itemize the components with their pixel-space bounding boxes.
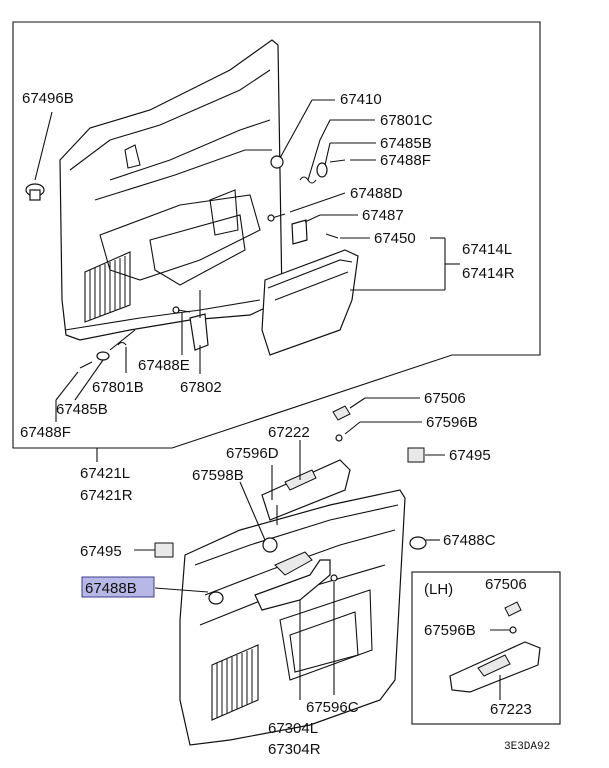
highlighted-part-67488b[interactable]: 67488B: [81, 576, 155, 598]
label-67485b-bottom[interactable]: 67485B: [56, 401, 108, 418]
bracket-67487-icon: [291, 214, 358, 245]
label-67598b[interactable]: 67598B: [192, 467, 244, 484]
label-67304l[interactable]: 67304L: [268, 720, 318, 737]
label-67596b-lh[interactable]: 67596B: [424, 622, 476, 639]
washer-screw-upper-icon: [316, 142, 376, 178]
label-67801b[interactable]: 67801B: [92, 379, 144, 396]
upper-door-trim-panel: [59, 39, 283, 341]
bezel-67410-icon: [270, 99, 335, 169]
highlight-box: [81, 576, 155, 598]
label-67487[interactable]: 67487: [362, 207, 404, 224]
label-67596d[interactable]: 67596D: [226, 445, 279, 462]
clip-67488c-icon: [409, 536, 440, 550]
lh-inset-frame: [411, 571, 561, 725]
label-67421r[interactable]: 67421R: [80, 487, 133, 504]
label-67596b-top[interactable]: 67596B: [426, 414, 478, 431]
spring-67801c-icon: [299, 119, 375, 184]
diagram-code: 3E3DA92: [504, 741, 550, 753]
label-67488d[interactable]: 67488D: [350, 185, 403, 202]
label-67410[interactable]: 67410: [340, 91, 382, 108]
label-67495-right[interactable]: 67495: [449, 447, 491, 464]
label-67506-top[interactable]: 67506: [424, 390, 466, 407]
label-67485b-top[interactable]: 67485B: [380, 135, 432, 152]
label-67802[interactable]: 67802: [180, 379, 222, 396]
clip-67488b-icon: [154, 587, 224, 605]
label-67488f-bottom[interactable]: 67488F: [20, 424, 71, 441]
speaker-grille-upper: [84, 251, 131, 323]
label-67304r[interactable]: 67304R: [268, 741, 321, 758]
label-67414l[interactable]: 67414L: [462, 241, 512, 258]
switch-67506-icon: [332, 397, 422, 442]
screw-67488d-icon: [267, 192, 346, 222]
label-67596c[interactable]: 67596C: [306, 699, 359, 716]
screw-67596c-icon: [330, 574, 338, 695]
label-67223[interactable]: 67223: [490, 701, 532, 718]
upper-assembly-frame: [12, 21, 541, 449]
label-67488e[interactable]: 67488E: [138, 357, 190, 374]
clip-67450-icon: [325, 233, 370, 239]
label-67414r[interactable]: 67414R: [462, 265, 515, 282]
label-67488c[interactable]: 67488C: [443, 532, 496, 549]
retainer-67598b-icon: [239, 481, 278, 553]
fasteners-lower-left-icon: [55, 329, 136, 422]
bracket-67802-icon: [172, 290, 209, 374]
label-67222[interactable]: 67222: [268, 424, 310, 441]
label-67801c[interactable]: 67801C: [380, 112, 433, 129]
part-labels: 67496B 67410 67801C 67485B 67488F 67488D…: [20, 90, 550, 758]
label-67488b[interactable]: 67488B: [85, 580, 137, 597]
armrest-67304-icon: [254, 551, 331, 700]
label-67496b[interactable]: 67496B: [22, 90, 74, 107]
label-67495-left[interactable]: 67495: [80, 543, 122, 560]
pocket-67414-icon: [261, 237, 460, 356]
lower-door-trim-panel: [179, 489, 406, 746]
speaker-grille-lower: [211, 644, 259, 721]
label-67506-lh[interactable]: 67506: [485, 576, 527, 593]
label-67450[interactable]: 67450: [374, 230, 416, 247]
clip-67495-left-icon: [134, 542, 174, 558]
clip-67495-right-icon: [407, 447, 445, 463]
label-67488f-top[interactable]: 67488F: [380, 152, 431, 169]
switch-panel-67222-icon: [261, 440, 351, 521]
label-67421l[interactable]: 67421L: [80, 465, 130, 482]
clip-67496b-icon: [25, 111, 53, 201]
label-lh: (LH): [424, 581, 453, 598]
